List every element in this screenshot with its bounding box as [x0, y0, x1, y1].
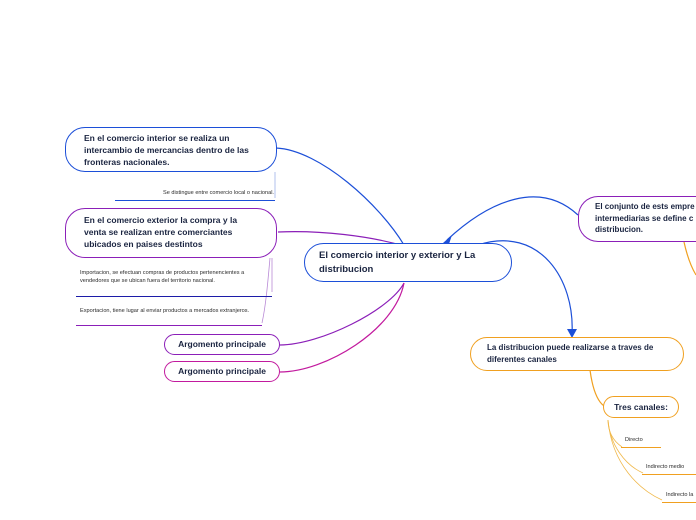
canal-directo-text: Directo	[625, 437, 643, 443]
link-central-distribucion	[477, 240, 573, 335]
note-exportacion[interactable]: Exportacion, tiene lugar al enviar produ…	[80, 307, 250, 315]
topic-argomento-1[interactable]: Argomento principale	[164, 334, 280, 355]
canal-directo-underline	[621, 447, 661, 448]
topic-conjunto-empresas-text: El conjunto de ests empre intermediarias…	[595, 202, 695, 234]
note-importacion-underline	[76, 296, 272, 297]
topic-comercio-interior[interactable]: En el comercio interior se realiza un in…	[65, 127, 277, 172]
topic-argomento-2[interactable]: Argomento principale	[164, 361, 280, 382]
canal-indirecto-la-text: Indirecto la	[666, 492, 694, 498]
note-importacion[interactable]: Importacion, se efectuan compras de prod…	[80, 269, 250, 285]
topic-tres-canales[interactable]: Tres canales:	[603, 396, 679, 418]
canal-indirecto-medio-underline	[642, 474, 696, 475]
link-central-interior	[275, 147, 405, 246]
central-topic-text: El comercio interior y exterior y La dis…	[319, 250, 476, 275]
canal-indirecto-la[interactable]: Indirecto la	[666, 491, 693, 499]
canal-directo[interactable]: Directo	[625, 436, 643, 444]
link-exterior-exportacion	[261, 257, 271, 324]
topic-tres-canales-text: Tres canales:	[614, 402, 668, 412]
note-comercio-local-text: Se distingue entre comercio local o naci…	[162, 190, 274, 196]
topic-argomento-2-text: Argomento principale	[178, 366, 266, 376]
note-importacion-text: Importacion, se efectuan compras de prod…	[80, 270, 245, 284]
canal-indirecto-la-underline	[662, 502, 696, 503]
topic-conjunto-empresas[interactable]: El conjunto de ests empre intermediarias…	[578, 196, 696, 242]
link-central-argumento-1	[279, 282, 405, 346]
link-distribucion-canales	[589, 369, 605, 407]
arrowhead-central	[443, 235, 452, 244]
topic-distribucion-canales-text: La distribucion puede realizarse a trave…	[487, 343, 654, 364]
topic-argomento-1-text: Argomento principale	[178, 339, 266, 349]
topic-comercio-exterior[interactable]: En el comercio exterior la compra y la v…	[65, 208, 277, 258]
topic-distribucion-canales[interactable]: La distribucion puede realizarse a trave…	[470, 337, 684, 371]
note-exportacion-underline	[76, 325, 262, 326]
note-comercio-local[interactable]: Se distingue entre comercio local o naci…	[128, 189, 274, 197]
arrowhead-distribucion	[567, 329, 577, 338]
canal-indirecto-medio-text: Indirecto medio	[646, 464, 685, 470]
link-conjunto-central	[446, 196, 579, 241]
link-central-argumento-2	[279, 282, 405, 373]
topic-comercio-interior-text: En el comercio interior se realiza un in…	[84, 133, 249, 167]
canal-indirecto-medio[interactable]: Indirecto medio	[646, 463, 684, 471]
central-topic[interactable]: El comercio interior y exterior y La dis…	[304, 243, 512, 282]
topic-comercio-exterior-text: En el comercio exterior la compra y la v…	[84, 215, 238, 249]
note-exportacion-text: Exportacion, tiene lugar al enviar produ…	[80, 308, 250, 314]
note-comercio-local-underline	[115, 200, 275, 201]
link-central-exterior	[277, 231, 405, 247]
link-canales-la	[607, 419, 663, 501]
link-conjunto-tail	[683, 241, 696, 276]
